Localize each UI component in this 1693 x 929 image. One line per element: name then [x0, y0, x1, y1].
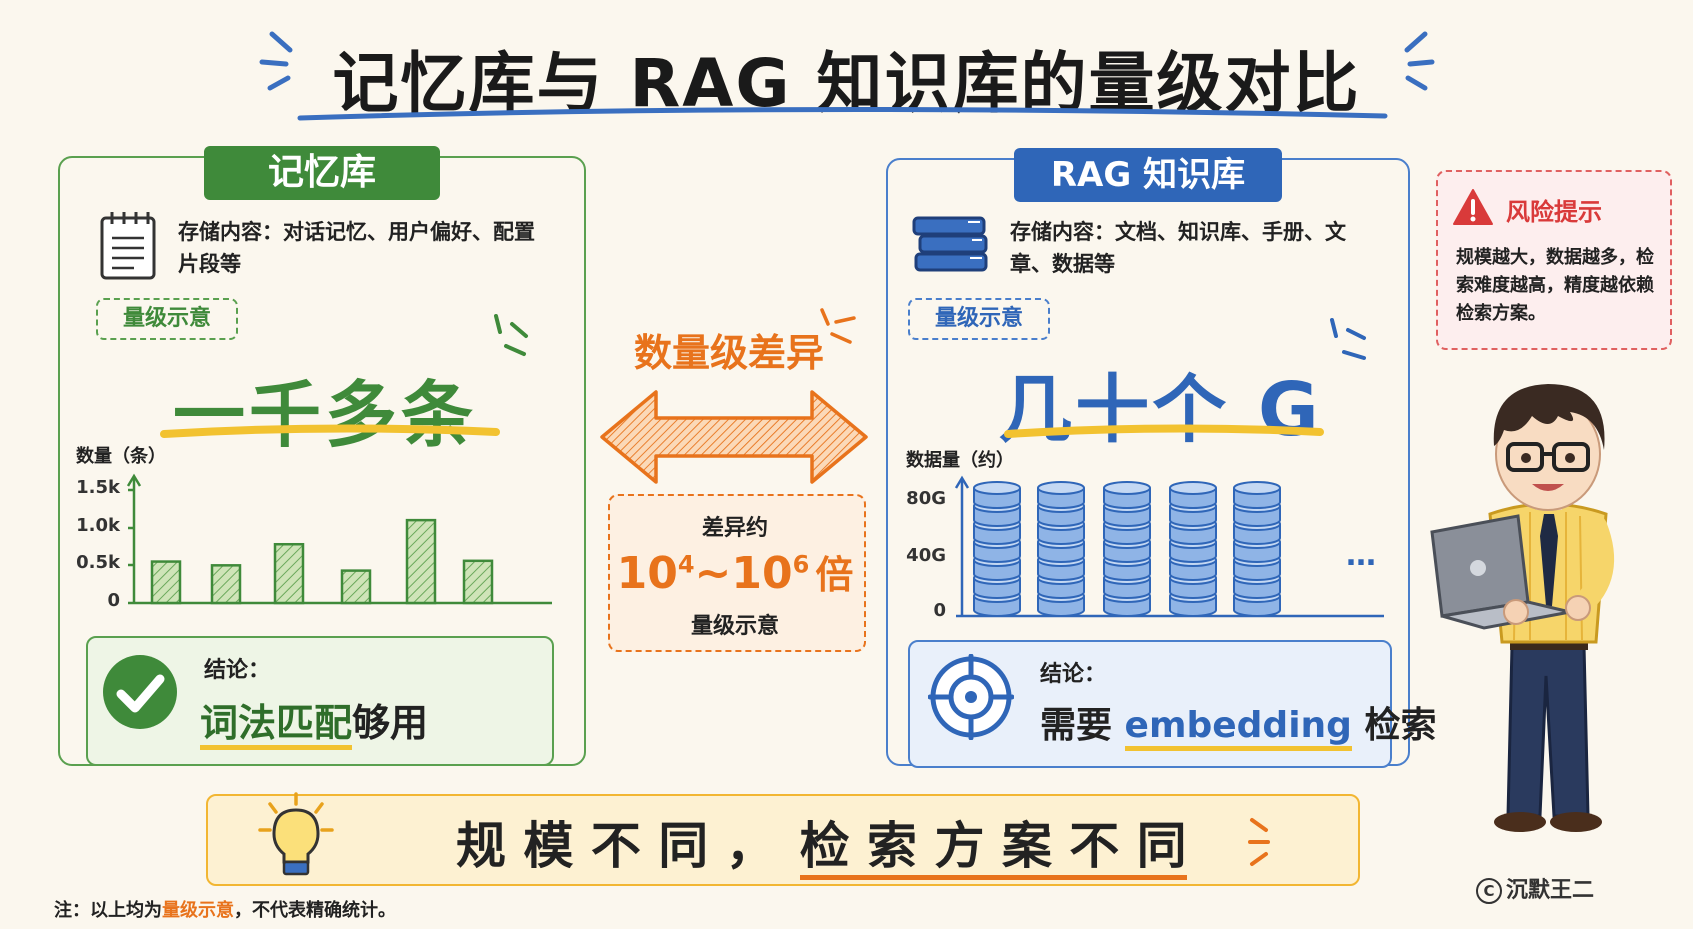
footnote-emph: 量级示意	[162, 900, 234, 921]
difference-box	[608, 494, 866, 652]
memory-conclusion-text: 词法匹配够用	[200, 692, 429, 750]
risk-title: 风险提示	[1506, 198, 1602, 226]
ratio-exp-2: 6	[792, 550, 810, 579]
rag-cylinder-stack-3	[1103, 481, 1151, 617]
rag-content: 存储内容：文档、知识库、手册、文章、数据等	[1010, 220, 1346, 276]
memory-bar-chart	[126, 473, 552, 605]
rag-conclusion-pre: 需要	[1040, 705, 1125, 746]
memory-ytick-500: 0.5k	[76, 552, 120, 573]
memory-conclusion-emph: 词法匹配	[200, 701, 353, 750]
footnote-pre: 注：以上均为	[54, 900, 162, 921]
footnote-post: ，不代表精确统计。	[234, 900, 396, 921]
memory-ytick-1000: 1.0k	[76, 515, 120, 536]
rag-cylinder-stack-2	[1037, 481, 1085, 617]
ratio-exp-1: 4	[677, 550, 695, 579]
rag-conclusion-label: 结论：	[1040, 662, 1107, 687]
memory-sparkle	[494, 314, 528, 356]
credit-name: 沉默王二	[1506, 878, 1595, 903]
summary-part1: 规 模 不 同 ，	[456, 817, 776, 875]
memory-bar-3	[273, 542, 305, 605]
magnitude-difference-label: 数量级差异	[634, 331, 825, 375]
ratio-base-2: 10	[731, 548, 793, 599]
rag-ytick-40: 40G	[906, 545, 946, 566]
memory-bar-5	[405, 518, 437, 605]
footnote: 注：以上均为量级示意，不代表精确统计。	[54, 896, 396, 922]
memory-content: 存储内容：对话记忆、用户偏好、配置片段等	[178, 220, 535, 276]
rag-cylinder-stack-1	[973, 481, 1021, 617]
rag-ytick-80: 80G	[906, 488, 946, 509]
memory-chart-ylabel: 数量（条）	[76, 446, 166, 467]
difference-sparkle	[820, 308, 856, 344]
memory-bar-6	[462, 559, 494, 605]
summary-text: 规 模 不 同 ， 检 索 方 案 不 同	[456, 806, 1187, 880]
rag-tag: RAG 知识库	[1014, 148, 1282, 202]
copyright-icon: C	[1476, 878, 1502, 904]
rag-chart-ylabel: 数据量（约）	[906, 450, 1014, 471]
rag-cylinder-chart	[954, 475, 1384, 618]
rag-conclusion-emph: embedding	[1124, 705, 1352, 751]
risk-body: 规模越大，数据越多，检索难度越高，精度越依赖检索方案。	[1456, 247, 1654, 324]
difference-approx-label: 差异约	[701, 516, 768, 541]
memory-conclusion-rest: 够用	[352, 701, 429, 745]
books-icon	[912, 216, 988, 272]
rag-conclusion-text: 需要 embedding 检索	[1040, 696, 1437, 751]
memory-bar-2	[210, 564, 242, 605]
difference-scale-label: 量级示意	[690, 614, 779, 639]
summary-sparkle	[1248, 818, 1270, 866]
lightbulb-icon	[258, 792, 334, 876]
rag-ytick-0: 0	[933, 600, 946, 621]
memory-magnitude: 一千多条	[172, 373, 477, 457]
rag-ellipsis: …	[1346, 538, 1376, 573]
memory-bar-1	[150, 560, 182, 605]
rag-cylinder-stack-5	[1233, 481, 1281, 617]
memory-conclusion-label: 结论：	[204, 658, 271, 683]
character-illustration	[1430, 384, 1615, 832]
memory-scale-label: 量级示意	[96, 298, 238, 340]
ratio-tilde: ~	[694, 548, 732, 599]
memory-bar-4	[340, 569, 372, 605]
summary-banner	[206, 794, 1360, 886]
rag-conclusion-post: 检索	[1351, 705, 1437, 746]
ratio-base-1: 10	[616, 548, 678, 599]
checkmark-icon	[103, 655, 177, 729]
memory-ytick-0: 0	[107, 590, 120, 611]
summary-part2: 检 索 方 案 不 同	[799, 817, 1187, 880]
warning-icon	[1453, 189, 1493, 225]
memory-ytick-1500: 1.5k	[76, 477, 120, 498]
rag-highlight	[1004, 424, 1324, 438]
rag-scale-label: 量级示意	[908, 298, 1050, 340]
memory-tag: 记忆库	[204, 146, 440, 200]
rag-magnitude: 几十个 G	[998, 367, 1322, 453]
notepad-icon	[100, 212, 156, 280]
double-arrow-icon	[600, 390, 868, 484]
memory-highlight	[160, 424, 500, 438]
rag-cylinder-stack-4	[1169, 481, 1217, 617]
memory-conclusion-box	[86, 636, 554, 766]
ratio-unit: 倍	[815, 553, 854, 597]
rag-sparkle	[1330, 318, 1366, 360]
target-icon	[928, 654, 1014, 740]
